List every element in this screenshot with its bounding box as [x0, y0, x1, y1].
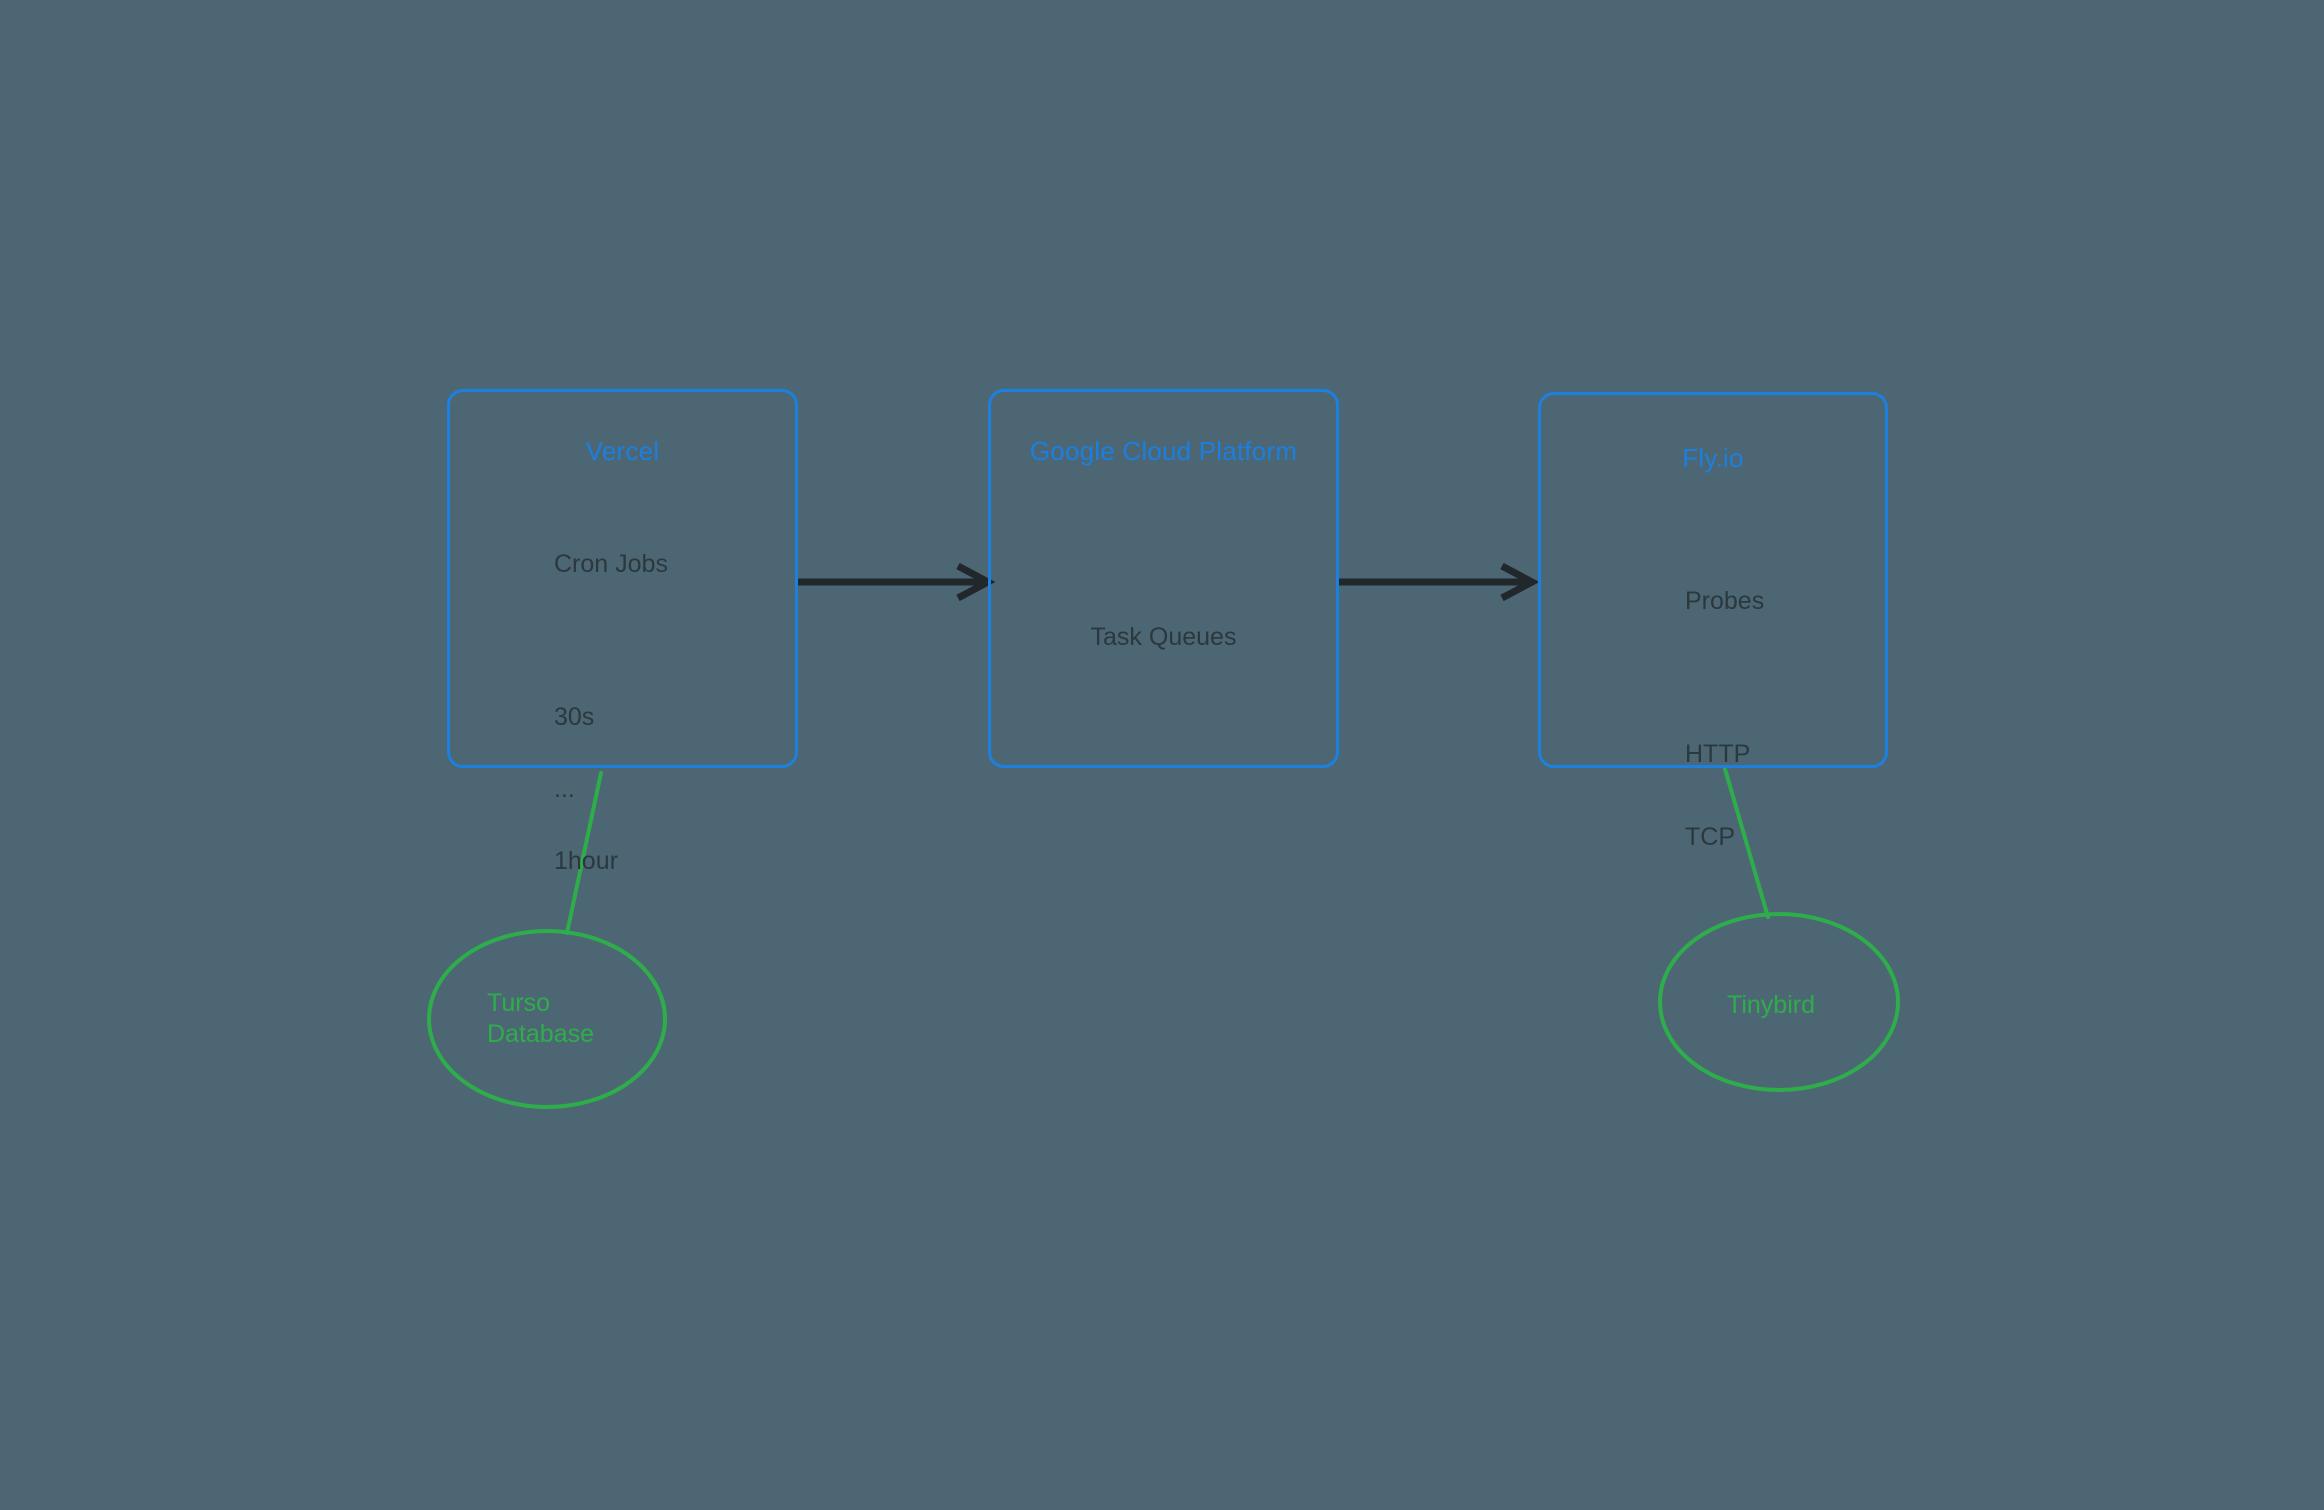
node-line-spacer: [1685, 664, 1764, 692]
node-body-vercel: Cron Jobs 30s ... 1hour: [554, 502, 668, 924]
node-line-spacer: [554, 627, 668, 655]
node-body-gcp: Task Queues: [991, 575, 1336, 700]
ellipse-label-turso: Turso Database: [487, 989, 595, 1048]
node-box-gcp[interactable]: Google Cloud Platform Task Queues: [988, 389, 1339, 768]
arrow-gcp-to-flyio: [1339, 562, 1540, 602]
node-line-cron-jobs: Cron Jobs: [554, 550, 668, 578]
node-line-tcp: TCP: [1685, 823, 1735, 851]
ellipse-turso[interactable]: [427, 929, 667, 1109]
node-line-http: HTTP: [1685, 740, 1751, 768]
node-box-vercel[interactable]: Vercel Cron Jobs 30s ... 1hour: [447, 389, 798, 873]
node-title-gcp: Google Cloud Platform: [1029, 436, 1298, 466]
node-title-vercel: Vercel: [585, 436, 660, 466]
arrow-vercel-to-gcp: [798, 562, 996, 602]
ellipse-tinybird[interactable]: [1658, 912, 1900, 1092]
node-line-1hour: 1hour: [554, 846, 618, 875]
ellipse-label-tinybird: Tinybird: [1727, 991, 1815, 1019]
node-line-30s: 30s: [554, 703, 595, 731]
node-line-probes: Probes: [1685, 587, 1765, 615]
node-box-flyio[interactable]: Fly.io Probes HTTP TCP: [1538, 392, 1888, 850]
node-line-ellipsis: ...: [554, 775, 575, 803]
node-line-task-queues: Task Queues: [1090, 623, 1237, 651]
node-title-flyio: Fly.io: [1682, 443, 1744, 473]
node-body-flyio: Probes HTTP TCP: [1685, 539, 1764, 900]
